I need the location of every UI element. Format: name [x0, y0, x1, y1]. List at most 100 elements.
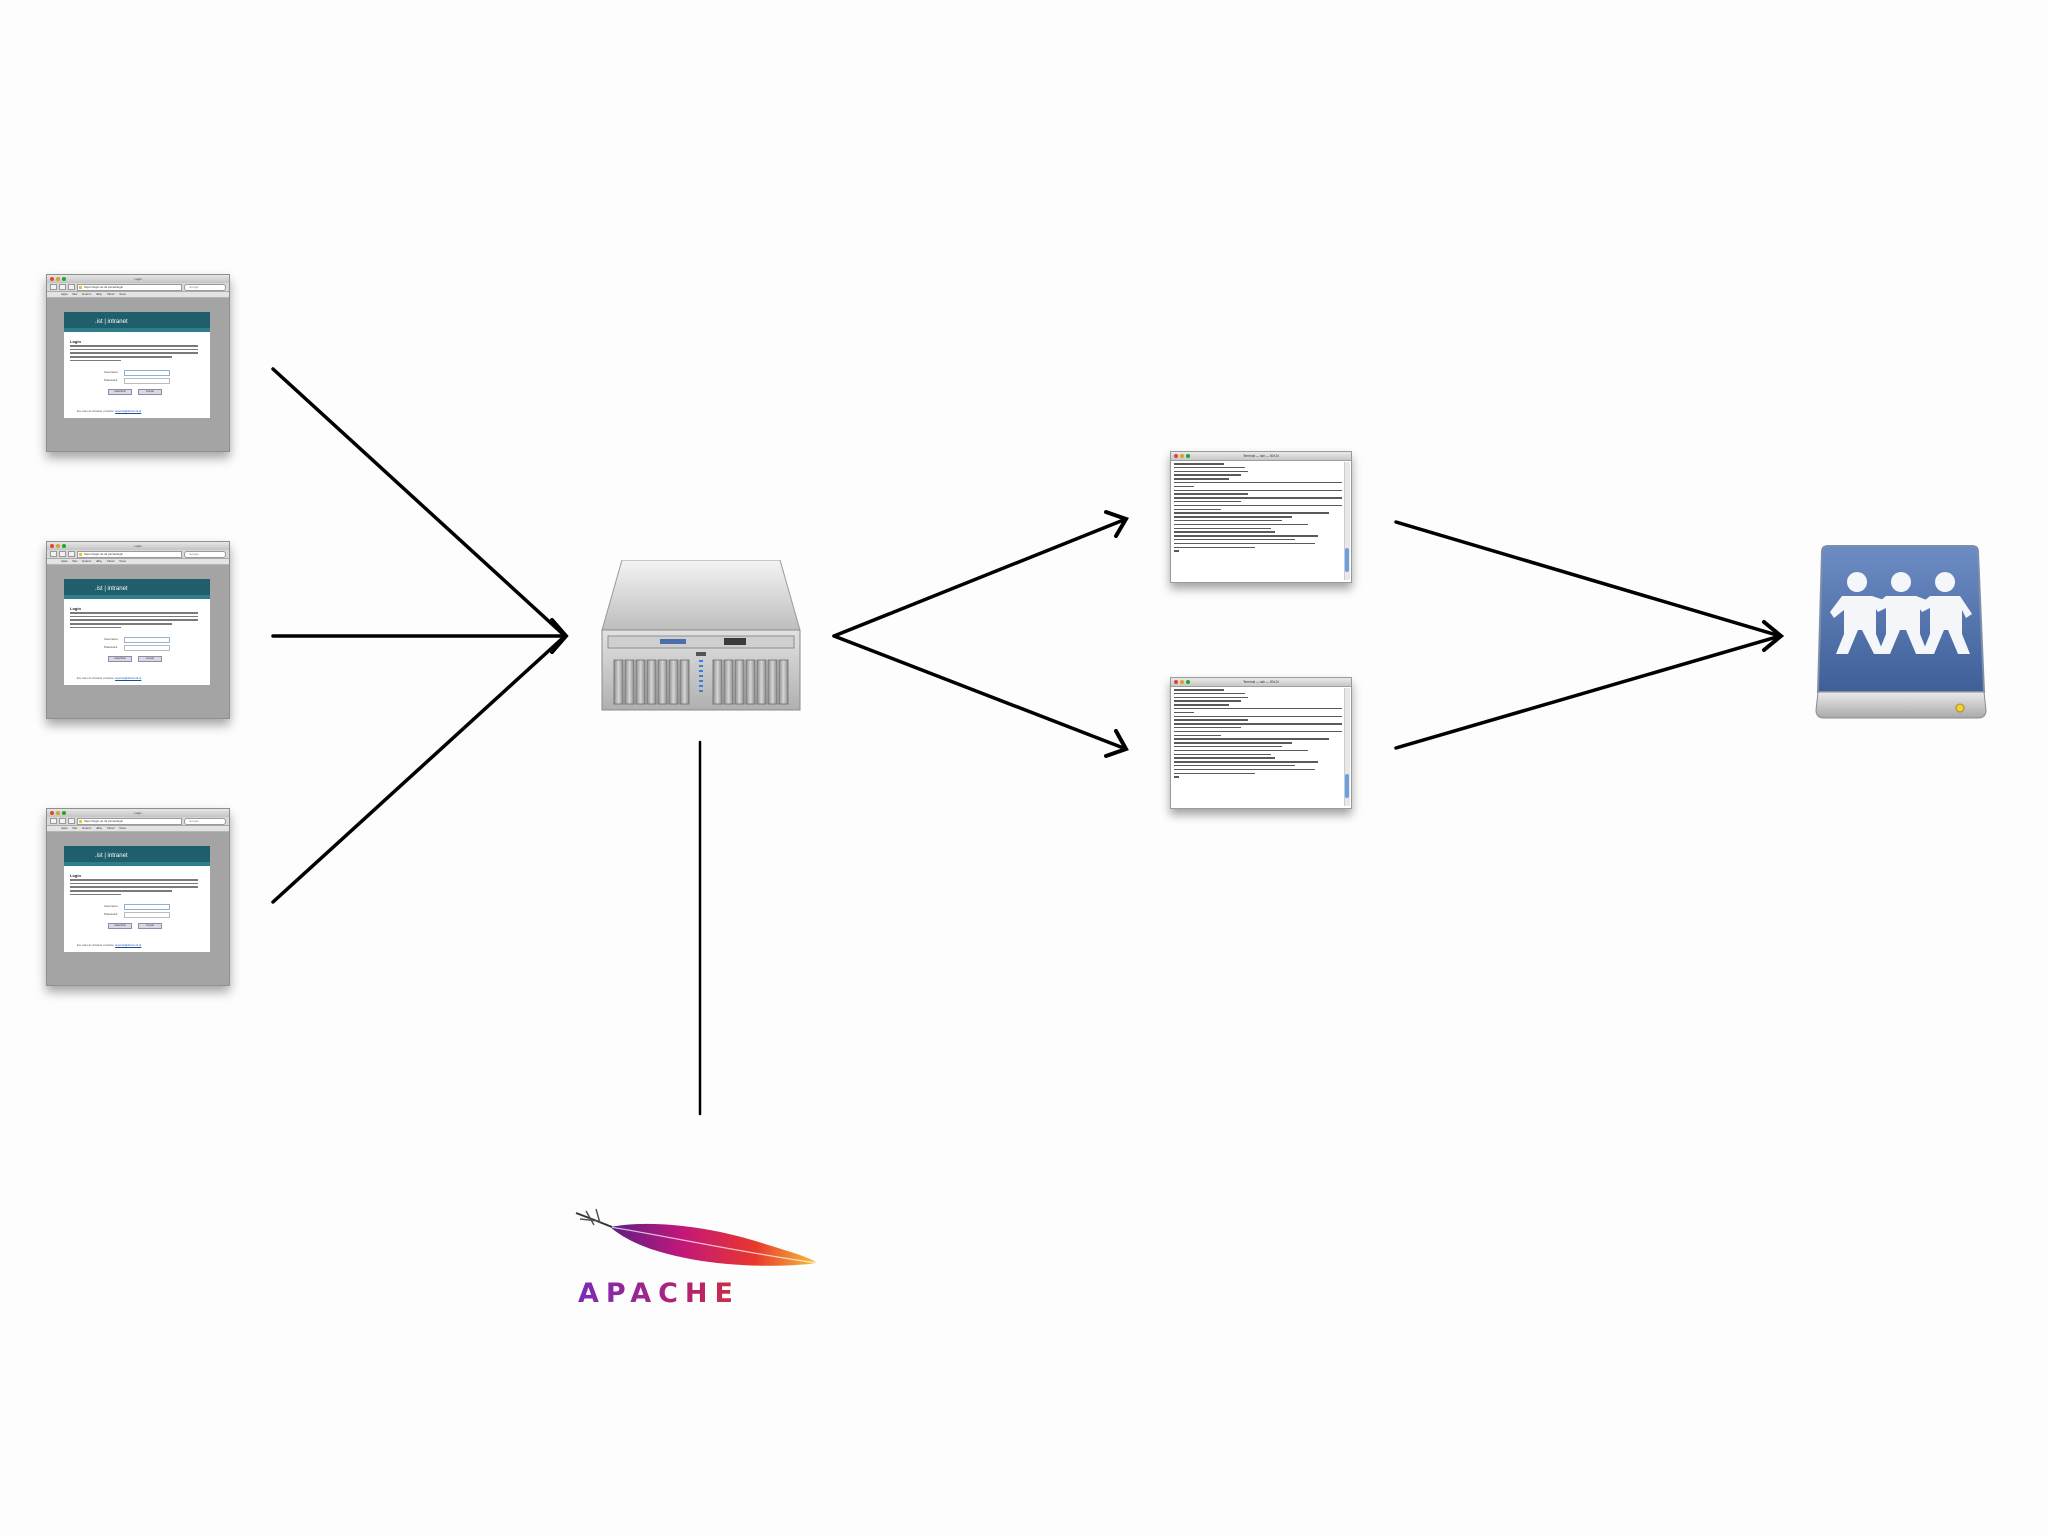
client-browser-window-3: Login https://login.ist.utl.pt/cas/login…: [46, 808, 230, 986]
clear-button[interactable]: Limpar: [138, 923, 162, 929]
minimize-icon[interactable]: [56, 811, 60, 815]
edge-terminal1-drive: [1394, 520, 1782, 638]
support-link[interactable]: suporte@dsi.ist.utl.pt: [115, 676, 142, 680]
zoom-icon[interactable]: [62, 811, 66, 815]
support-link[interactable]: suporte@dsi.ist.utl.pt: [115, 409, 142, 413]
clear-button[interactable]: Limpar: [138, 389, 162, 395]
close-icon[interactable]: [1174, 680, 1178, 684]
intranet-header: .ist | intranet: [64, 846, 210, 866]
arrowhead-terminal1: [1104, 510, 1129, 538]
username-field[interactable]: [124, 904, 170, 910]
window-title: Login: [134, 811, 142, 815]
window-title: Login: [134, 544, 142, 548]
intranet-header: .ist | intranet: [64, 579, 210, 599]
terminal-output: [1174, 689, 1342, 805]
login-title: Login: [70, 339, 81, 344]
username-label: Username:: [104, 637, 119, 641]
client-browser-window-2: Login https://login.ist.utl.pt/cas/login…: [46, 541, 230, 719]
zoom-icon[interactable]: [62, 277, 66, 281]
search-input[interactable]: Google: [184, 817, 226, 825]
arrowhead-terminal2: [1104, 729, 1129, 758]
intranet-brand: .ist | intranet: [95, 586, 128, 592]
zoom-icon[interactable]: [1186, 454, 1190, 458]
close-icon[interactable]: [50, 544, 54, 548]
apache-wordmark: APACHE: [578, 1278, 834, 1309]
clear-button[interactable]: Limpar: [138, 656, 162, 662]
terminal-window-1: Terminal — ssh — 80×24: [1170, 451, 1352, 583]
reload-icon[interactable]: [68, 284, 75, 290]
zoom-icon[interactable]: [1186, 680, 1190, 684]
scrollbar-thumb[interactable]: [1345, 548, 1349, 572]
arrowhead-server: [550, 618, 569, 654]
shared-drive-icon: [1815, 545, 1987, 719]
zoom-icon[interactable]: [62, 544, 66, 548]
window-titlebar: Login: [47, 809, 229, 817]
terminal-title: Terminal — ssh — 80×24: [1243, 680, 1279, 684]
submit-button[interactable]: Autenticar: [108, 923, 132, 929]
edge-terminal2-drive: [1394, 634, 1782, 750]
reload-icon[interactable]: [68, 818, 75, 824]
address-bar[interactable]: https://login.ist.utl.pt/cas/login: [77, 817, 182, 825]
support-footer: Em caso de dúvidas contacte: suporte@dsi…: [77, 943, 141, 947]
terminal-output: [1174, 463, 1342, 579]
username-field[interactable]: [124, 637, 170, 643]
minimize-icon[interactable]: [1180, 680, 1184, 684]
terminal-window-2: Terminal — ssh — 80×24: [1170, 677, 1352, 809]
forward-icon[interactable]: [59, 284, 66, 290]
page-content: .ist | intranet Login Username: Password…: [47, 565, 229, 718]
back-icon[interactable]: [50, 284, 57, 290]
reload-icon[interactable]: [68, 551, 75, 557]
username-label: Username:: [104, 904, 119, 908]
login-card: .ist | intranet Login Username: Password…: [64, 312, 210, 418]
login-card: .ist | intranet Login Username: Password…: [64, 579, 210, 685]
page-content: .ist | intranet Login Username: Password…: [47, 832, 229, 985]
browser-toolbar: https://login.ist.utl.pt/cas/login Googl…: [47, 817, 229, 826]
intranet-brand: .ist | intranet: [95, 319, 128, 325]
support-text: Em caso de dúvidas contacte:: [77, 676, 115, 680]
submit-button[interactable]: Autenticar: [108, 656, 132, 662]
login-description-text: [70, 345, 198, 363]
terminal-scrollbar[interactable]: [1344, 688, 1350, 806]
apache-feather-icon: [575, 1208, 818, 1266]
client-browser-window-1: Login https://login.ist.utl.pt/cas/login…: [46, 274, 230, 452]
login-title: Login: [70, 873, 81, 878]
bookmarks-bar[interactable]: Apple Mac Amazon eBay Yahoo! News: [47, 559, 229, 565]
password-field[interactable]: [124, 378, 170, 384]
minimize-icon[interactable]: [56, 277, 60, 281]
scrollbar-thumb[interactable]: [1345, 774, 1349, 798]
terminal-scrollbar[interactable]: [1344, 462, 1350, 580]
close-icon[interactable]: [50, 811, 54, 815]
forward-icon[interactable]: [59, 818, 66, 824]
bookmarks-bar[interactable]: Apple Mac Amazon eBay Yahoo! News: [47, 292, 229, 298]
login-title: Login: [70, 606, 81, 611]
support-footer: Em caso de dúvidas contacte: suporte@dsi…: [77, 676, 141, 680]
back-icon[interactable]: [50, 551, 57, 557]
support-text: Em caso de dúvidas contacte:: [77, 409, 115, 413]
close-icon[interactable]: [50, 277, 54, 281]
edge-client1-server: [271, 367, 567, 638]
username-field[interactable]: [124, 370, 170, 376]
support-text: Em caso de dúvidas contacte:: [77, 943, 115, 947]
close-icon[interactable]: [1174, 454, 1178, 458]
edge-server-terminal1: [832, 517, 1128, 638]
search-input[interactable]: Google: [184, 283, 226, 291]
intranet-brand: .ist | intranet: [95, 853, 128, 859]
forward-icon[interactable]: [59, 551, 66, 557]
back-icon[interactable]: [50, 818, 57, 824]
address-bar[interactable]: https://login.ist.utl.pt/cas/login: [77, 283, 182, 291]
window-titlebar: Login: [47, 542, 229, 550]
edge-server-terminal2: [832, 634, 1128, 751]
minimize-icon[interactable]: [56, 544, 60, 548]
search-input[interactable]: Google: [184, 550, 226, 558]
support-link[interactable]: suporte@dsi.ist.utl.pt: [115, 943, 142, 947]
login-card: .ist | intranet Login Username: Password…: [64, 846, 210, 952]
address-bar[interactable]: https://login.ist.utl.pt/cas/login: [77, 550, 182, 558]
minimize-icon[interactable]: [1180, 454, 1184, 458]
password-label: Password:: [104, 645, 119, 649]
submit-button[interactable]: Autenticar: [108, 389, 132, 395]
password-field[interactable]: [124, 645, 170, 651]
bookmarks-bar[interactable]: Apple Mac Amazon eBay Yahoo! News: [47, 826, 229, 832]
password-label: Password:: [104, 378, 119, 382]
password-field[interactable]: [124, 912, 170, 918]
